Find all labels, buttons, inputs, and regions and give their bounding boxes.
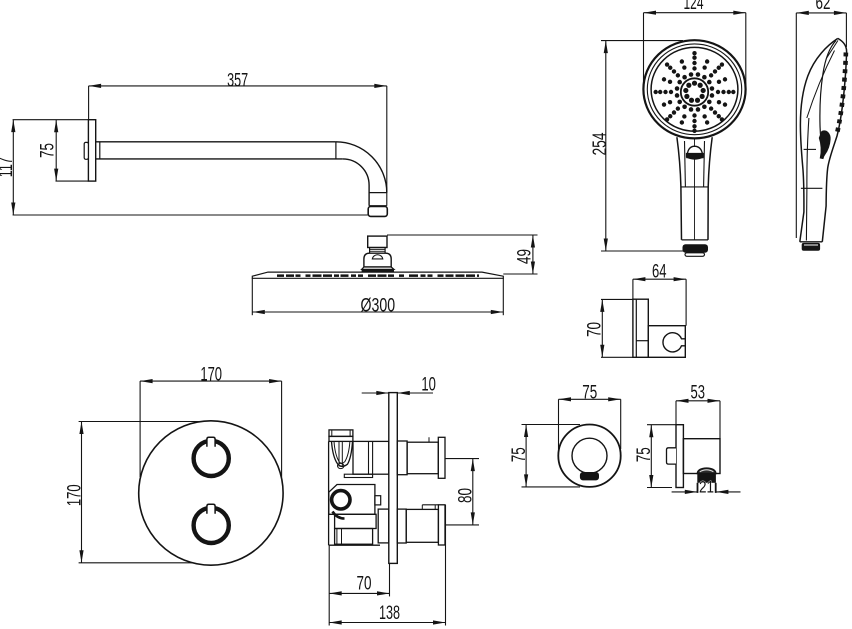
svg-text:75: 75 — [582, 383, 597, 404]
svg-text:254: 254 — [590, 132, 611, 155]
svg-text:75: 75 — [509, 447, 530, 462]
svg-text:170: 170 — [200, 365, 222, 386]
svg-text:75: 75 — [38, 143, 59, 158]
svg-text:138: 138 — [379, 603, 400, 624]
svg-text:124: 124 — [684, 0, 704, 14]
svg-text:53: 53 — [691, 383, 706, 404]
svg-text:Ø300: Ø300 — [361, 295, 396, 316]
svg-text:64: 64 — [652, 262, 667, 283]
svg-text:117: 117 — [0, 157, 17, 177]
svg-text:357: 357 — [227, 70, 248, 91]
svg-text:170: 170 — [64, 484, 85, 506]
svg-text:21: 21 — [699, 479, 714, 497]
svg-text:62: 62 — [816, 0, 831, 14]
svg-text:80: 80 — [456, 488, 477, 503]
svg-text:70: 70 — [357, 574, 372, 595]
svg-text:75: 75 — [634, 447, 655, 462]
svg-text:70: 70 — [585, 322, 606, 337]
svg-text:10: 10 — [421, 375, 436, 396]
svg-text:49: 49 — [515, 249, 536, 264]
